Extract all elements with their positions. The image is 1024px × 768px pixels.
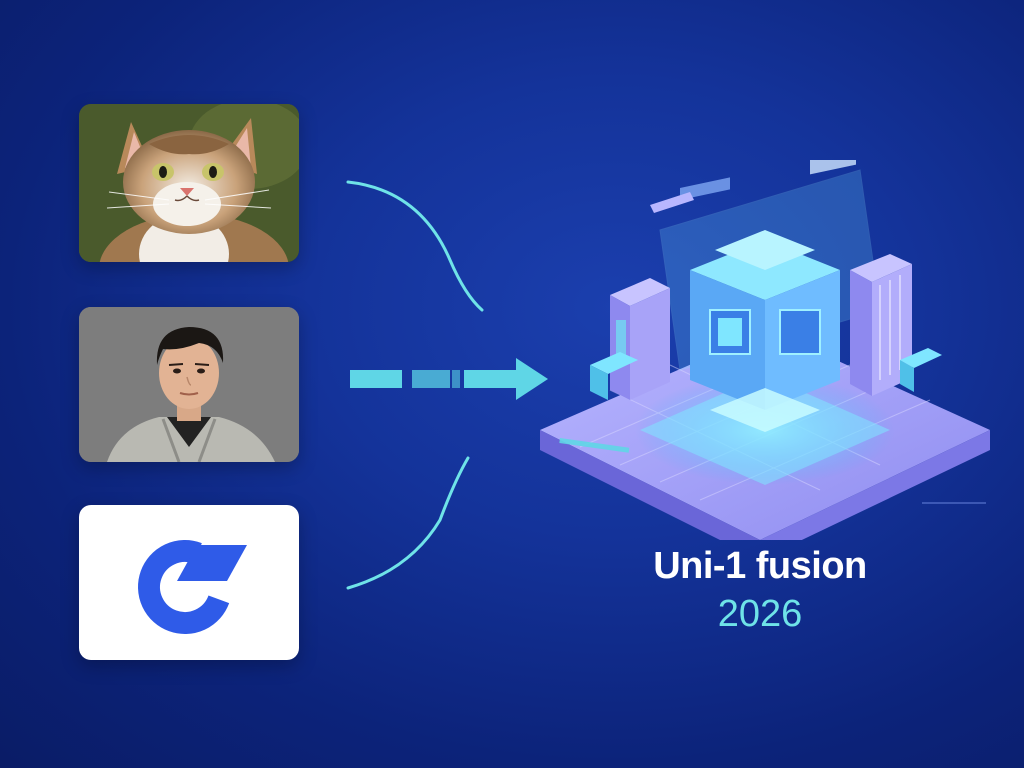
bottom-curve-connector xyxy=(346,456,470,590)
fusion-connectors xyxy=(346,180,548,590)
arrow-right-icon xyxy=(350,358,548,400)
isometric-server-platform-icon xyxy=(540,160,990,540)
cat-photo-card xyxy=(79,104,299,262)
divider xyxy=(922,502,986,504)
top-curve-connector xyxy=(346,180,484,312)
logo-card xyxy=(79,505,299,660)
person-image-icon xyxy=(79,307,299,462)
year-label: 2026 xyxy=(717,593,803,635)
page-title: Uni-1 fusion xyxy=(653,545,867,587)
person-photo-card xyxy=(79,307,299,462)
cat-image-icon xyxy=(79,104,299,262)
logo-mark-icon xyxy=(138,540,247,634)
